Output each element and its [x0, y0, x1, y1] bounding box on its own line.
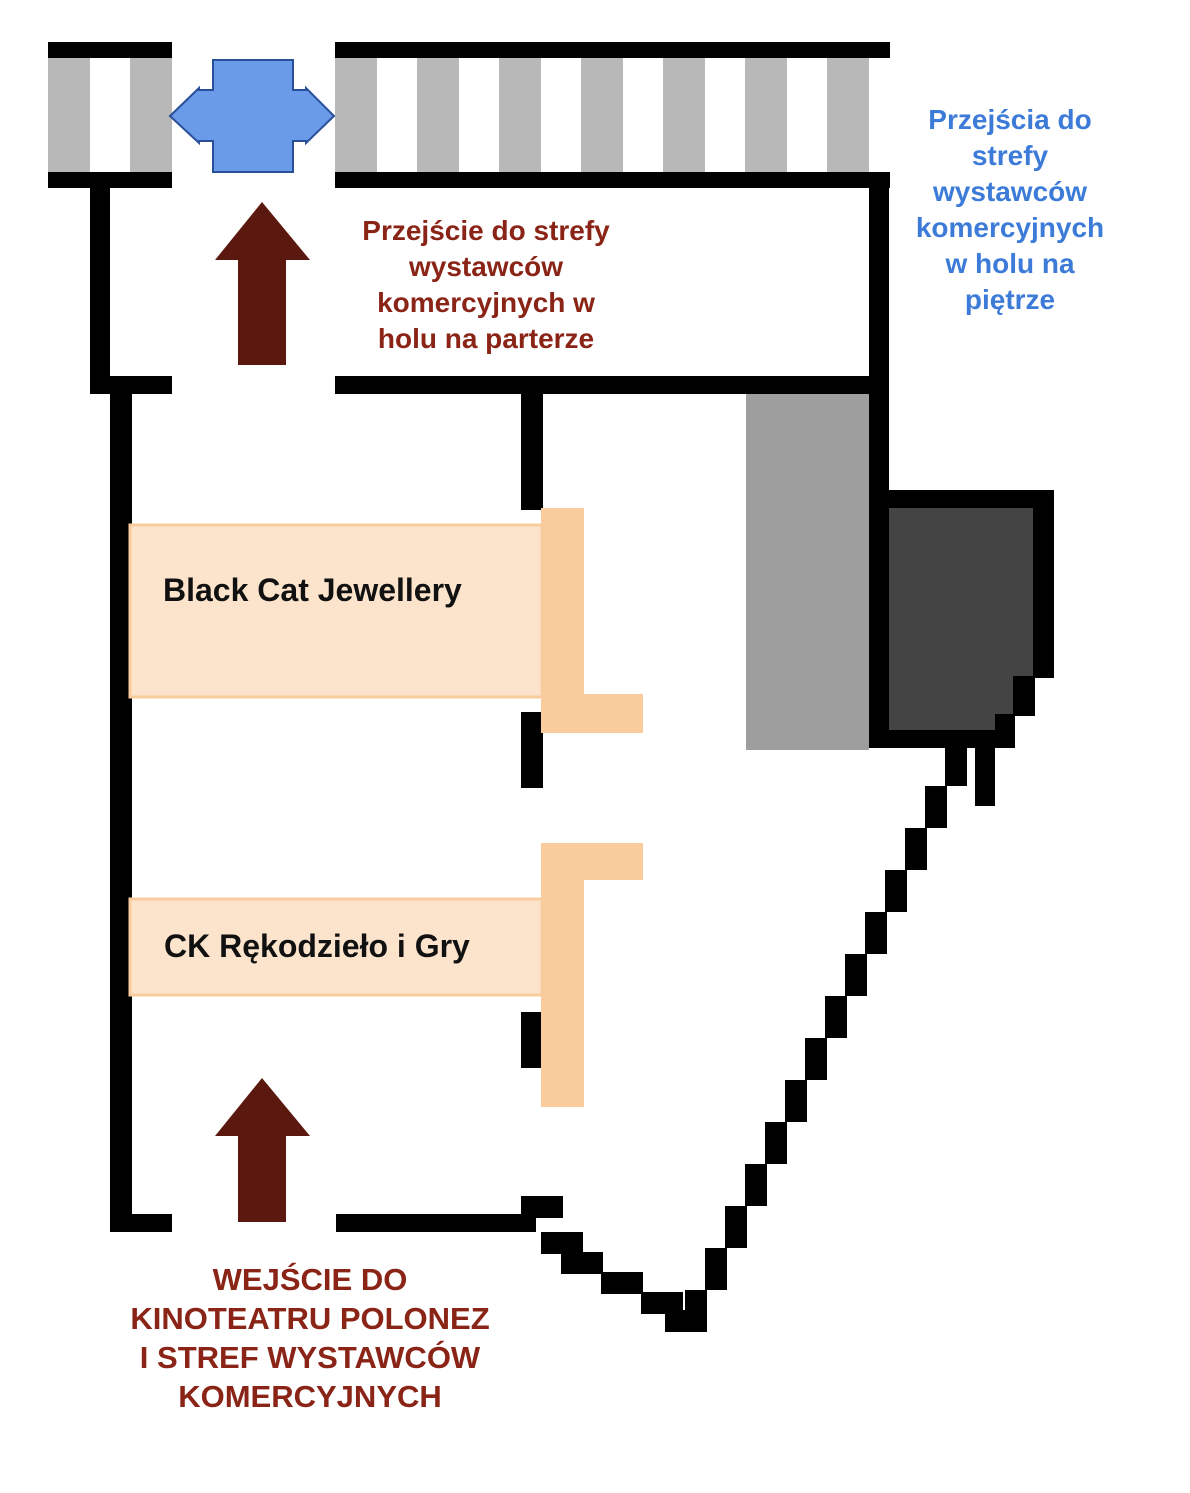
- corridor-stripe: [745, 58, 787, 172]
- inner-wall-3: [521, 1012, 543, 1068]
- wall-step: [641, 1292, 683, 1314]
- corridor-stripe: [499, 58, 541, 172]
- wall-step: [705, 1248, 727, 1290]
- shop-name-black-cat-jewellery: Black Cat Jewellery: [163, 572, 462, 608]
- wall-step: [925, 786, 947, 828]
- inner-wall-2: [521, 712, 543, 788]
- shop-counter-foot: [541, 694, 643, 733]
- corridor-stripe: [48, 58, 90, 172]
- corridor-bottom-wall-right: [335, 172, 890, 188]
- wall-step: [725, 1206, 747, 1248]
- wall-step: [845, 954, 867, 996]
- inner-wall-1: [521, 394, 543, 510]
- corridor-stripe: [335, 58, 377, 172]
- up-arrow-icon: [215, 202, 310, 365]
- wall-step: [685, 1290, 707, 1332]
- corridor-stripe: [827, 58, 869, 172]
- corridor-stripe: [130, 58, 172, 172]
- wall-step: [601, 1272, 643, 1294]
- corridor-stripe: [581, 58, 623, 172]
- lobby-bottom-wall-right: [336, 1214, 536, 1232]
- wall-step: [975, 740, 995, 806]
- wall-step: [905, 828, 927, 870]
- dark-gray-block: [889, 508, 1033, 730]
- shop-counter-head: [541, 843, 643, 880]
- hall-right-wall: [869, 180, 889, 748]
- lobby-walls: [110, 386, 543, 1232]
- corridor-stripe: [663, 58, 705, 172]
- wall-step: [945, 744, 967, 786]
- wall-step: [745, 1164, 767, 1206]
- corridor-stripe: [417, 58, 459, 172]
- corridor-stripes: [48, 58, 869, 172]
- shop-black-cat-jewellery[interactable]: [128, 508, 643, 733]
- wall-step: [561, 1252, 603, 1274]
- shop-area: [128, 523, 544, 699]
- stepped-walls: [521, 740, 995, 1332]
- shop-ck-rekodzielo-i-gry[interactable]: [128, 843, 643, 1107]
- wall-step: [885, 870, 907, 912]
- corridor-walls: [48, 42, 890, 188]
- wall-step: [521, 1196, 563, 1218]
- lobby-bottom-wall-left: [110, 1214, 172, 1232]
- wall-step: [865, 912, 887, 954]
- corridor-top-wall-left: [48, 42, 172, 58]
- shop-area: [128, 897, 544, 997]
- corridor-top-wall-right: [335, 42, 890, 58]
- four-way-arrow-icon[interactable]: [168, 59, 336, 173]
- ground-floor-passage-label: Przejście do strefy wystawców komercyjny…: [362, 215, 610, 354]
- lobby-left-wall: [110, 386, 132, 1232]
- wall-step: [765, 1122, 787, 1164]
- wall-step: [541, 1232, 583, 1254]
- hall-walls: [90, 180, 889, 748]
- wall-step: [785, 1080, 807, 1122]
- upper-floor-passages-label: Przejścia do strefy wystawców komercyjny…: [915, 104, 1105, 315]
- wall-step: [805, 1038, 827, 1080]
- up-arrow-icon: [215, 1078, 310, 1222]
- light-gray-block: [746, 394, 869, 750]
- entrance-label: WEJŚCIE DO KINOTEATRU POLONEZ I STREF WY…: [130, 1262, 490, 1414]
- shop-name-ck-rekodzielo-i-gry: CK Rękodzieło i Gry: [164, 928, 470, 964]
- shop-counter: [541, 843, 584, 1107]
- hall-bottom-wall-right: [335, 376, 888, 394]
- wall-step: [825, 996, 847, 1038]
- hall-left-wall: [90, 180, 110, 394]
